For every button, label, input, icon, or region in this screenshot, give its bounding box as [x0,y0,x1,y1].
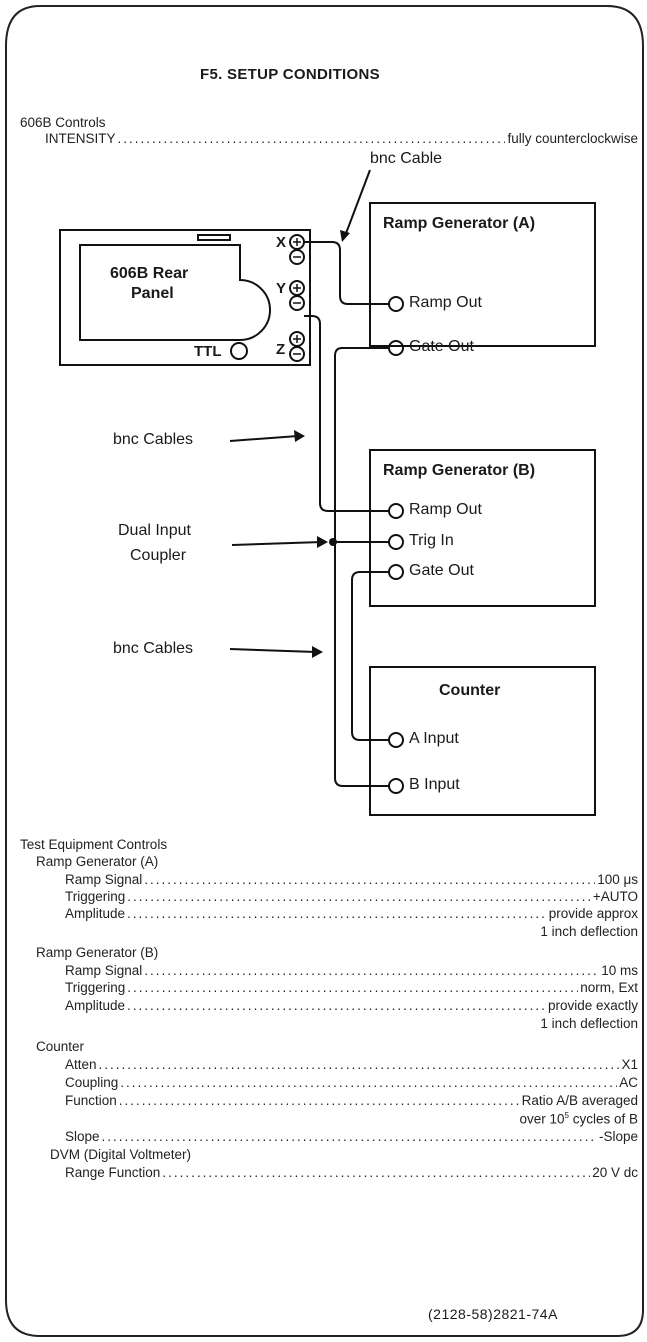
bnc-cables-arrowhead-1 [294,430,305,442]
x-minus-terminal [289,249,305,265]
dual-input-arrow [231,541,323,546]
ramp-a-port-label: Gate Out [409,338,474,355]
setting-continuation: over 105 cycles of B [519,1111,638,1127]
port-z-label: Z [276,341,286,358]
bnc-cables-arrowhead-2 [312,646,323,658]
bnc-cables-label-2: bnc Cables [113,640,194,657]
dvm-heading: DVM (Digital Voltmeter) [50,1147,192,1162]
setting-value: fully counterclockwise [507,131,638,146]
setting-row: Triggering .............................… [65,889,638,904]
figure-code: (2128-58)2821-74A [428,1306,558,1322]
y-minus-terminal [289,295,305,311]
ramp-b-port-label: Trig In [409,532,454,549]
rear-panel-subtitle: Panel [131,285,174,302]
setting-row: Atten ..................................… [65,1057,638,1072]
dual-input-arrowhead [317,536,328,548]
counter-a-input-port [388,732,404,748]
rear-panel-title: 606B Rear [110,265,189,282]
setting-row: Slope ..................................… [65,1129,638,1144]
setting-continuation: 1 inch deflection [540,924,638,939]
bnc-cables-label-1: bnc Cables [113,431,194,448]
ramp-b-ramp-out-port [388,503,404,519]
counter-port-label: A Input [409,730,459,747]
port-x-label: X [276,234,287,251]
ramp-a-gate-out-port [388,340,404,356]
coupler-label: Coupler [130,547,187,564]
page-title: F5. SETUP CONDITIONS [200,66,380,83]
z-minus-terminal [289,346,305,362]
counter-b-input-port [388,778,404,794]
test-equipment-heading: Test Equipment Controls [20,837,168,852]
connection-diagram [59,169,596,816]
ttl-terminal [230,342,248,360]
counter-heading: Counter [36,1039,85,1054]
cable-gate-b-to-a-input [351,571,389,741]
panel-slot [197,234,231,241]
bnc-cable-arrow [344,169,371,237]
port-ttl-label: TTL [194,343,222,360]
setting-row: Ramp Signal ............................… [65,963,638,978]
setting-row: Coupling ...............................… [65,1075,638,1090]
setting-row: Amplitude ..............................… [65,998,638,1013]
ramp-a-port-label: Ramp Out [409,294,482,311]
cable-y-to-ramp-out [304,315,389,512]
rear-panel-label-outline [79,244,271,341]
ramp-a-heading: Ramp Generator (A) [36,854,159,869]
cable-gate-a-to-b-input [334,347,389,787]
ramp-generator-b-box [369,449,596,607]
bnc-cables-arrow-2 [229,648,317,653]
counter-port-label: B Input [409,776,460,793]
dual-input-coupler-junction [329,538,337,546]
setting-row: Function ...............................… [65,1093,638,1108]
bnc-cable-arrowhead [340,230,350,242]
setting-label: INTENSITY [45,131,116,146]
rear-panel-box [59,229,311,366]
ramp-b-port-label: Gate Out [409,562,474,579]
setting-continuation: 1 inch deflection [540,1016,638,1031]
ramp-a-title: Ramp Generator (A) [383,215,536,232]
ramp-b-title: Ramp Generator (B) [383,462,536,479]
ramp-b-trig-in-port [388,534,404,550]
ramp-generator-a-box [369,202,596,347]
counter-title: Counter [439,682,501,699]
ramp-b-port-label: Ramp Out [409,501,482,518]
setting-row: Ramp Signal ............................… [65,872,638,887]
dual-input-label: Dual Input [118,522,191,539]
bnc-cables-arrow-1 [229,435,299,442]
ramp-a-ramp-out-port [388,296,404,312]
setting-row: Triggering .............................… [65,980,638,995]
setting-row: Range Function .........................… [65,1165,638,1180]
leader-dots: ........................................… [117,131,506,146]
ramp-b-heading: Ramp Generator (B) [36,945,159,960]
setting-row-intensity: INTENSITY ..............................… [45,131,638,146]
bnc-cable-label: bnc Cable [370,150,443,167]
scope-controls-heading: 606B Controls [20,115,106,130]
port-y-label: Y [276,280,287,297]
ramp-b-gate-out-port [388,564,404,580]
cable-x-to-ramp-out [304,241,389,305]
setting-row: Amplitude ..............................… [65,906,638,921]
